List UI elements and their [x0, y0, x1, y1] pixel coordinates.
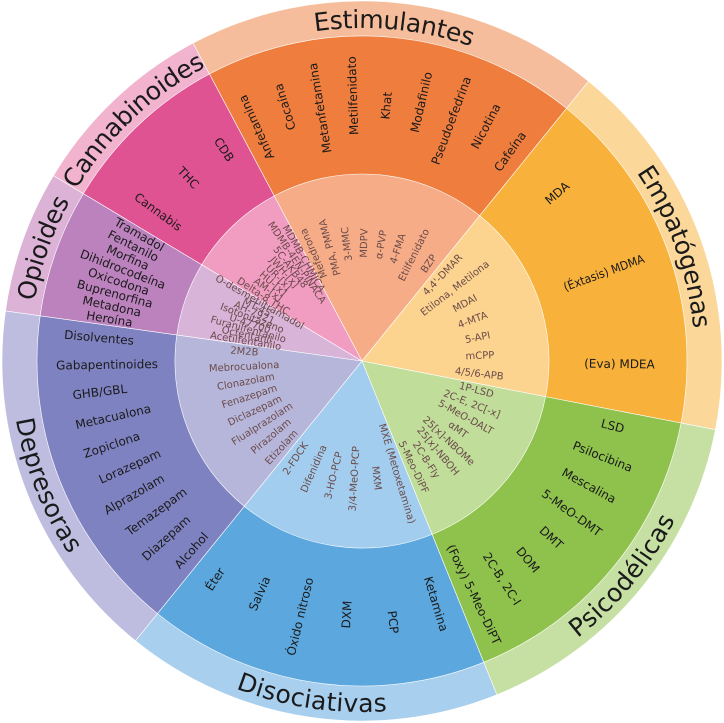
- drug-label: DXM: [339, 600, 355, 629]
- sector-inner-estimulantes: [273, 173, 481, 362]
- drug-label: (Eva) MDEA: [584, 357, 656, 372]
- research-chemical-label: Mebrocualona: [209, 360, 280, 375]
- drug-label: Metilfenidato: [345, 56, 362, 135]
- research-chemical-label: MXM: [369, 466, 383, 491]
- drug-label: Gabapentinoides: [56, 357, 158, 373]
- sector-inner-empatogenas: [361, 215, 550, 398]
- drug-label: GHB/GBL: [72, 382, 128, 402]
- research-chemical-label: MDPV: [359, 228, 371, 258]
- research-chemical-label: mCPP: [465, 350, 494, 362]
- sector-inner-cannabinoides: [201, 195, 363, 362]
- sector-inner-psicodelicas: [361, 360, 546, 535]
- research-chemical-label: α-PVP: [374, 229, 390, 260]
- sector-inner-depresoras: [174, 334, 363, 507]
- research-chemical-label: 5-API: [464, 330, 491, 346]
- sector-inner-disociativas: [243, 360, 433, 549]
- drug-label: Disolventes: [64, 328, 135, 348]
- drug-label: LSD: [600, 416, 626, 435]
- research-chemical-label: 3-MMC: [340, 226, 355, 261]
- drug-label: Khat: [378, 91, 395, 120]
- drug-label: PCP: [385, 610, 402, 634]
- research-chemical-label: 3/4-MeO-PCP: [348, 446, 363, 512]
- research-chemicals-ring: [174, 173, 550, 549]
- research-chemical-label: 2M2B: [230, 346, 259, 359]
